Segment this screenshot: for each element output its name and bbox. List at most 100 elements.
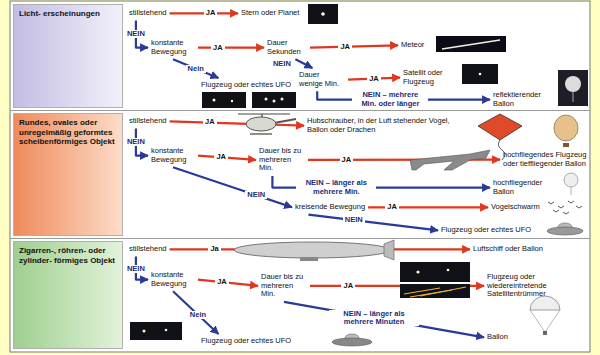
balloon-shape [565,76,581,92]
flow-step: Ballon [486,332,509,343]
plane-light [165,329,168,332]
answer-label: NEIN [125,30,147,38]
ufo-light [281,98,284,101]
step-text: stillstehend [129,245,167,254]
satellite-photo [462,64,498,84]
flow-step: konstante Bewegung [150,38,196,57]
helicopter-skid [250,133,272,134]
step-text: Flugzeug oder wiedereintretende Satellit… [487,273,587,299]
flow-step: konstante Bewegung [150,270,196,289]
step-text: stillstehend [129,9,167,18]
answer-label: NEIN – mehrere Min. oder länger [352,91,428,108]
flow-step: Stern oder Planet [240,8,300,19]
flow-step: reflektierender Ballon [492,90,554,109]
answer-label: JA [214,153,228,161]
debris-photo [400,284,470,298]
step-text: Dauer bis zu mehreren Min. [261,273,307,299]
step-text: hochfliegender Ballon [493,179,553,196]
answer-label: NEIN [271,60,293,68]
step-text: hochfliegendes Flugzeug oder tieffliegen… [503,151,587,168]
flow-step: Dauer wenige Min. [298,70,346,89]
flow-step: Flugzeug oder echtes UFO [440,225,532,236]
airship-fin [384,240,394,260]
answer-label: NEIN – länger als mehrere Minuten [329,310,419,327]
step-text: konstante Bewegung [151,147,195,164]
flow-step: Dauer Sekunden [266,38,308,57]
hot-air-balloon [554,115,578,141]
answer-label: Nein [188,311,208,319]
meteor-photo [436,36,506,52]
ufo-disc [547,227,583,235]
step-text: stillstehend [129,117,167,126]
answer-label: JA [341,282,355,290]
flow-step: stillstehend [128,8,168,19]
flow-step: Dauer bis zu mehreren Min. [260,272,308,300]
helicopter-body [246,117,276,131]
category-text: Rundes, ovales oder unregelmäßig geformt… [19,118,117,147]
flow-step: hochfliegender Ballon [492,178,554,197]
answer-label: JA [385,203,399,211]
step-text: Flugzeug oder echtes UFO [201,81,291,90]
star-dot [321,12,325,16]
step-text: Dauer bis zu mehreren Min. [259,147,305,173]
answer-label: NEIN [125,138,147,146]
step-text: reflektierender Ballon [493,91,553,108]
step-text: Vogelschwarm [491,203,540,212]
answer-label: JA [367,75,381,83]
step-text: Stern oder Planet [241,9,299,18]
no-arrow [295,59,312,68]
helicopter-tail [274,119,296,123]
flow-step: hochfliegendes Flugzeug oder tieffliegen… [502,150,588,169]
no-arrow [284,302,484,337]
step-text: konstante Bewegung [151,271,195,288]
plane-photo [202,92,246,108]
airship-gondola [300,257,318,261]
step-text: Meteor [401,41,424,50]
debris-streaks [404,287,466,297]
answer-label: NEIN [125,265,147,273]
flow-step: Luftschiff oder Ballon [472,244,544,255]
plane-light [213,99,216,102]
yes-arrow [310,45,398,47]
jet-plane [410,150,490,170]
yes-arrow [198,46,264,48]
answer-label: JA [203,118,217,126]
answer-label: JA [340,156,354,164]
step-text: Flugzeug oder echtes UFO [441,226,531,235]
step-text: Hubschrauber, in der Luft stehender Voge… [307,117,465,134]
no-arrow [173,59,218,78]
answer-label: JA [215,278,229,286]
step-text: Flugzeug oder echtes UFO [201,337,291,346]
category-text: Licht- erscheinungen [19,9,117,19]
step-text: Luftschiff oder Ballon [473,245,543,254]
flow-step: stillstehend [128,116,168,127]
balloon-string [573,92,574,102]
band-divider [10,110,590,111]
no-arrow [308,215,438,231]
flow-step: kreisende Bewegung [294,202,366,213]
satellite-dot [479,73,482,76]
ufo-disc [332,338,372,346]
plane-light [231,100,233,102]
bird-swarm [548,201,582,214]
plane-light [447,269,450,272]
kite [478,114,522,140]
answer-label: JA [211,44,225,52]
flow-step: konstante Bewegung [150,146,196,165]
step-text: Dauer Sekunden [267,39,307,56]
balloon-photo [558,70,588,106]
flow-step: Meteor [400,40,425,51]
plane-light [416,270,419,273]
answer-label: JA [338,43,352,51]
flow-step: Vogelschwarm [490,202,541,213]
step-text: konstante Bewegung [151,39,195,56]
flow-step: Flugzeug oder echtes UFO [200,336,292,347]
helicopter-rotor [238,113,290,114]
ufo-photo [252,92,296,108]
ufo-light [273,100,276,103]
category-text: Zigarren-, röhren- oder zylinder- förmig… [19,246,117,265]
flow-step: Hubschrauber, in der Luft stehender Voge… [306,116,466,135]
flow-step: Satellit oder Flugzeug [402,68,456,87]
flow-step: Flugzeug oder echtes UFO [200,80,292,91]
